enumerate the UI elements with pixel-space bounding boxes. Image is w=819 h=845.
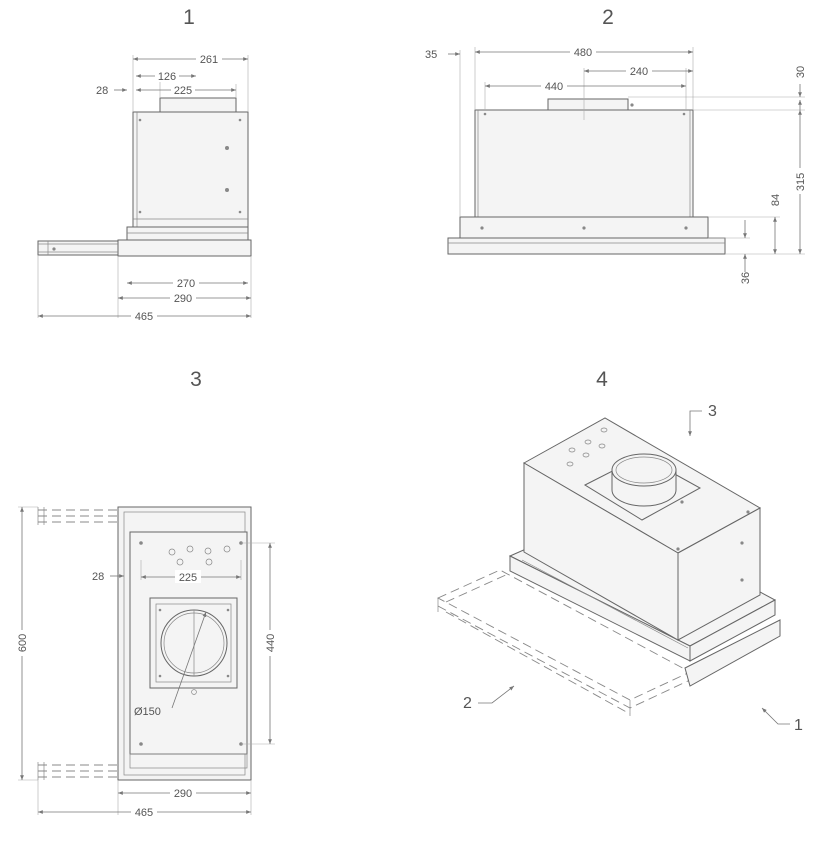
callout-3: 3 [708,403,717,420]
dim-440: 440 [545,81,563,93]
dim-600: 600 [17,634,29,652]
dim-diameter-150: Ø150 [134,706,161,718]
dim-30: 30 [795,66,807,78]
dim-225: 225 [174,85,192,97]
view-1-side: 1 261 126 [37,6,252,323]
callout-2: 2 [463,695,472,712]
dim-315: 315 [795,173,807,191]
dim-261: 261 [200,54,218,66]
front-panel [447,237,726,255]
dim-290-top: 290 [174,788,192,800]
front-housing [474,109,694,218]
dim-28: 28 [96,85,108,97]
dim-465: 465 [135,311,153,323]
iso-box-right [677,507,761,641]
slide-bar [117,239,252,257]
view-4-isometric: 4 3 2 1 [436,368,803,734]
dim-225-top: 225 [179,572,197,584]
dim-270: 270 [177,278,195,290]
view-1-number: 1 [183,6,195,29]
dim-290: 290 [174,293,192,305]
outlet-stub [159,97,237,113]
slide-bar-extended [37,240,119,256]
outlet-top [547,98,629,111]
dim-35: 35 [425,49,437,61]
dim-240: 240 [630,66,648,78]
dim-440-top: 440 [265,634,277,652]
dim-28-top: 28 [92,571,104,583]
motor-housing [132,111,249,228]
dim-480: 480 [574,47,592,59]
dim-126: 126 [158,71,176,83]
dim-465-top: 465 [135,807,153,819]
view-2-number: 2 [602,6,614,29]
view-2-front: 2 35 480 240 [425,6,807,284]
view-3-top: 3 [15,368,277,819]
base-frame [126,226,249,241]
dim-84: 84 [770,194,782,206]
view-4-number: 4 [596,368,608,391]
view-3-number: 3 [190,368,202,391]
dim-36: 36 [740,272,752,284]
callout-1: 1 [794,717,803,734]
